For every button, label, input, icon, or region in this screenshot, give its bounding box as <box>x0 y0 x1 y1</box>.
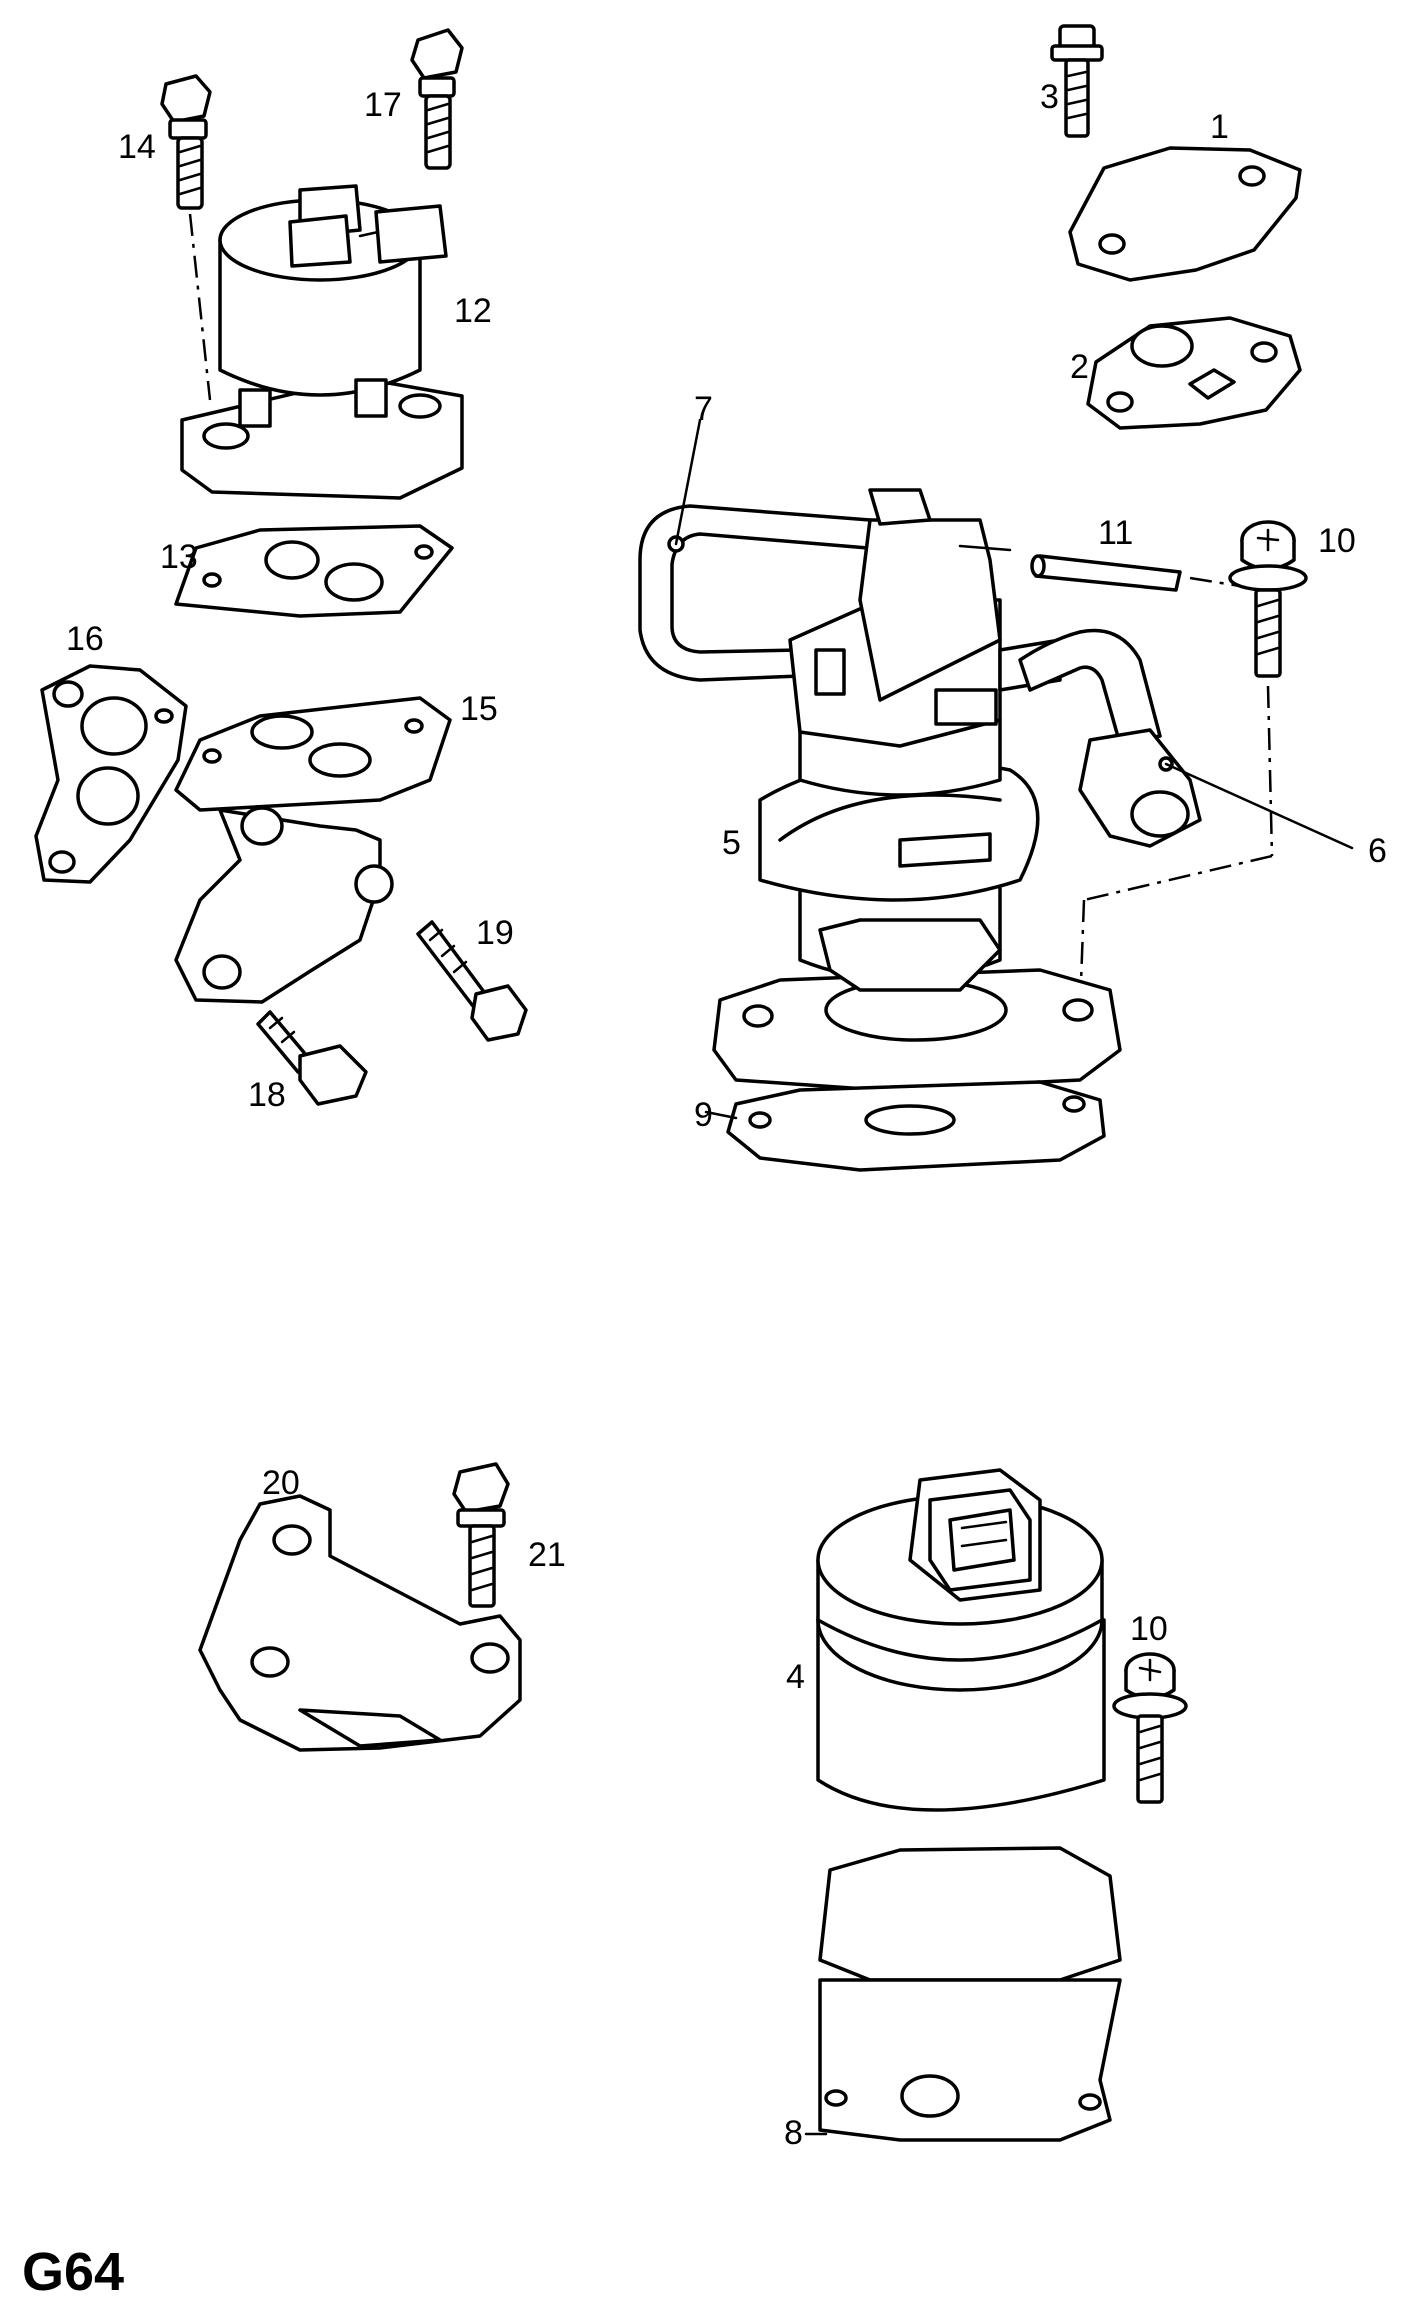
part-19-bolt <box>416 920 528 1042</box>
part-21-bolt <box>452 1462 510 1608</box>
callout-10-lower: 10 <box>1130 1610 1168 1648</box>
part-10-bolt-upper <box>1228 520 1308 678</box>
callout-8: 8 <box>784 2114 803 2152</box>
part-15-adapter <box>174 696 452 1004</box>
part-18-bolt <box>256 1010 368 1106</box>
callout-6: 6 <box>1368 832 1387 870</box>
part-3-bolt <box>1050 24 1104 138</box>
callout-12: 12 <box>454 292 492 330</box>
callout-18: 18 <box>248 1076 286 1114</box>
part-16-gasket <box>34 664 188 884</box>
part-12-egr-valve <box>180 184 464 500</box>
callout-7: 7 <box>694 390 713 428</box>
part-9-gasket <box>726 1080 1106 1172</box>
part-2-gasket <box>1086 316 1302 430</box>
callout-4: 4 <box>786 1658 805 1696</box>
part-20-bracket <box>198 1494 522 1752</box>
callout-2: 2 <box>1070 348 1089 386</box>
callout-16: 16 <box>66 620 104 658</box>
callout-13: 13 <box>160 538 198 576</box>
callout-15: 15 <box>460 690 498 728</box>
callout-11: 11 <box>1098 514 1133 552</box>
callout-labels: 1 2 3 4 5 6 7 8 9 10 10 11 12 13 14 15 1… <box>66 78 1387 2152</box>
part-5-egr-valve-assembly <box>712 710 1122 1092</box>
callout-1: 1 <box>1210 108 1229 146</box>
callout-20: 20 <box>262 1464 300 1502</box>
diagram-code: G64 <box>22 2242 124 2302</box>
part-13-gasket <box>174 524 454 618</box>
part-4-egr-valve <box>816 1468 1122 2142</box>
part-5-solenoid-housing <box>788 488 1062 748</box>
callout-3: 3 <box>1040 78 1059 116</box>
part-10-bolt-lower <box>1112 1652 1188 1804</box>
callout-14: 14 <box>118 128 156 166</box>
callout-17: 17 <box>364 86 402 124</box>
callout-21: 21 <box>528 1536 566 1574</box>
part-14-bolt <box>160 74 212 210</box>
part-1-cover-plate <box>1068 146 1302 282</box>
part-6-hose-connector <box>1018 628 1202 848</box>
callout-5: 5 <box>722 824 741 862</box>
part-17-bolt <box>410 28 464 170</box>
callout-19: 19 <box>476 914 514 952</box>
callout-9: 9 <box>694 1096 713 1134</box>
callout-10-upper: 10 <box>1318 522 1356 560</box>
part-11-pin <box>1030 554 1182 592</box>
